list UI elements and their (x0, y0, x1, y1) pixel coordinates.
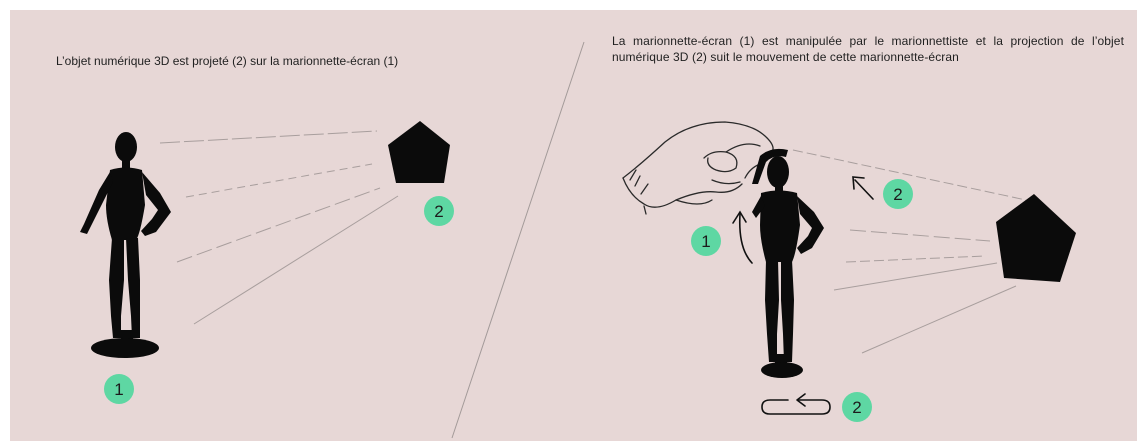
hand-lift-arrow (732, 210, 753, 264)
base-rotation-arrow (761, 393, 831, 415)
right-3d-object-pentagon (996, 194, 1076, 282)
right-badge-object-motion: 2 (883, 179, 913, 209)
right-puppet-torso (760, 190, 800, 262)
right-projection-line-2 (845, 255, 986, 263)
right-projection-line-top (792, 149, 1027, 201)
object-motion-arrow (852, 176, 874, 200)
right-badge-base-rotation-label: 2 (852, 398, 861, 417)
panel-divider (451, 41, 585, 439)
left-puppet-figure (80, 132, 171, 358)
right-badge-hand-label: 1 (701, 232, 710, 251)
left-badge-object: 2 (424, 196, 454, 226)
left-badge-puppet: 1 (104, 374, 134, 404)
left-projection-line-3 (176, 187, 381, 263)
right-badge-hand: 1 (691, 226, 721, 256)
left-projection-line-2 (185, 163, 373, 198)
left-projection-line-4 (193, 195, 399, 325)
diagram-background (10, 10, 1137, 441)
right-projection-line-1 (849, 229, 991, 242)
right-caption: La marionnette-écran (1) est manipulée p… (612, 34, 1124, 64)
right-badge-base-rotation: 2 (842, 392, 872, 422)
right-projection-line-3 (833, 262, 998, 291)
left-caption: L’objet numérique 3D est projeté (2) sur… (56, 54, 399, 68)
left-3d-object-pentagon (388, 121, 450, 183)
left-projection-lines (159, 130, 399, 325)
hand-sketch (622, 121, 774, 215)
left-puppet-torso (106, 167, 145, 240)
right-projection-lines (792, 149, 1027, 354)
left-badge-puppet-label: 1 (114, 380, 123, 399)
right-badge-object-motion-label: 2 (893, 185, 902, 204)
right-projection-line-4 (861, 285, 1017, 354)
left-projection-line-1 (159, 130, 378, 144)
left-badge-object-label: 2 (434, 202, 443, 221)
right-puppet-figure (752, 148, 824, 378)
right-puppet-head (767, 156, 789, 188)
left-puppet-head (115, 132, 137, 162)
left-puppet-base (91, 338, 159, 358)
right-puppet-base (761, 362, 803, 378)
